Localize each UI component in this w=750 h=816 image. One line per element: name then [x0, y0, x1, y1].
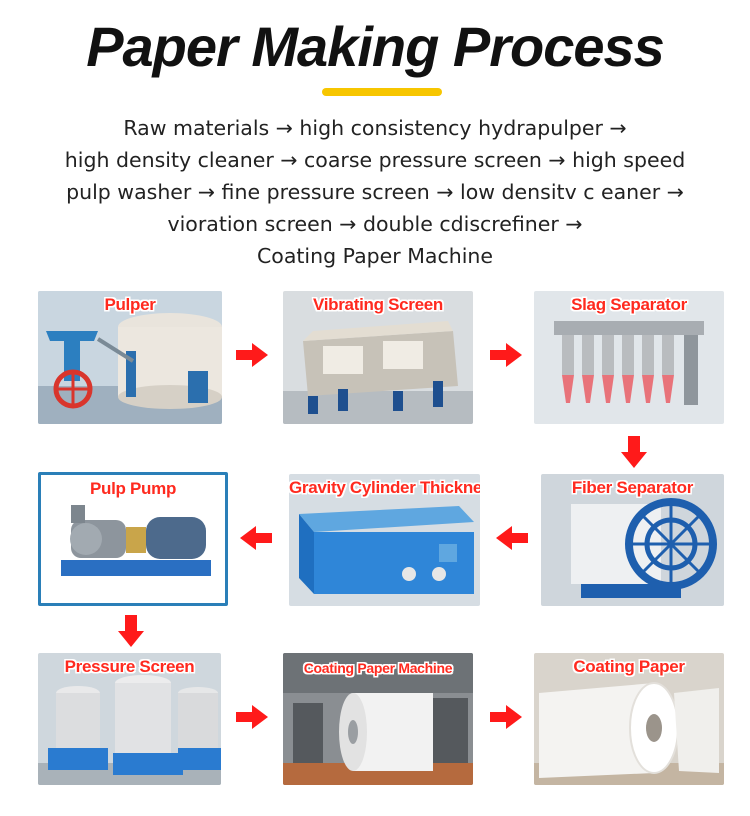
process-line: high density cleaner → coarse pressure s…: [64, 148, 686, 172]
step-card-fiber-separator: Fiber Separator: [541, 474, 724, 606]
step-label: Gravity Cylinder Thickner: [289, 478, 480, 497]
vibrating-screen-image: [283, 291, 473, 424]
coating-paper-image: [534, 653, 724, 785]
red-arrow-icon: [490, 705, 522, 729]
page-title: Paper Making Process: [86, 15, 665, 78]
step-card-coating-paper-machine: Coating Paper Machine: [283, 653, 473, 785]
title-underline: [322, 88, 442, 96]
step-card-gravity-cylinder-thickner: Gravity Cylinder Thickner: [289, 474, 480, 606]
step-label: Coating Paper Machine: [303, 660, 453, 676]
red-arrow-icon: [240, 526, 272, 550]
step-label: Fiber Separator: [571, 478, 694, 497]
red-arrow-icon: [236, 705, 268, 729]
red-arrow-icon: [236, 343, 268, 367]
process-line: pulp washer → fine pressure screen → low…: [66, 180, 684, 204]
step-card-pulper: Pulper: [38, 291, 222, 424]
red-arrow-icon: [496, 526, 528, 550]
coating-paper-machine-image: [283, 653, 473, 785]
pulper-image: [38, 291, 222, 424]
step-label: Pulper: [104, 295, 156, 314]
step-label: Slag Separator: [571, 295, 687, 314]
pulp-pump-image: [41, 475, 225, 603]
process-line: Coating Paper Machine: [256, 244, 494, 268]
process-description: Raw materials → high consistency hydrapu…: [20, 112, 730, 272]
step-card-pressure-screen: Pressure Screen: [38, 653, 221, 785]
red-arrow-icon: [621, 436, 647, 468]
step-card-coating-paper: Coating Paper: [534, 653, 724, 785]
red-arrow-icon: [118, 615, 144, 647]
pressure-screen-image: [38, 653, 221, 785]
step-card-slag-separator: Slag Separator: [534, 291, 724, 424]
process-line: vioration screen → double cdiscrefiner →: [167, 212, 583, 236]
step-label: Pressure Screen: [64, 657, 195, 676]
process-line: Raw materials → high consistency hydrapu…: [123, 116, 627, 140]
fiber-separator-image: [541, 474, 724, 606]
step-card-vibrating-screen: Vibrating Screen: [283, 291, 473, 424]
gravity-cylinder-thickner-image: [289, 474, 480, 606]
step-label: Pulp Pump: [89, 479, 177, 498]
red-arrow-icon: [490, 343, 522, 367]
slag-separator-image: [534, 291, 724, 424]
step-label: Vibrating Screen: [313, 295, 443, 314]
step-card-pulp-pump: Pulp Pump: [38, 472, 228, 606]
step-label: Coating Paper: [573, 657, 685, 676]
